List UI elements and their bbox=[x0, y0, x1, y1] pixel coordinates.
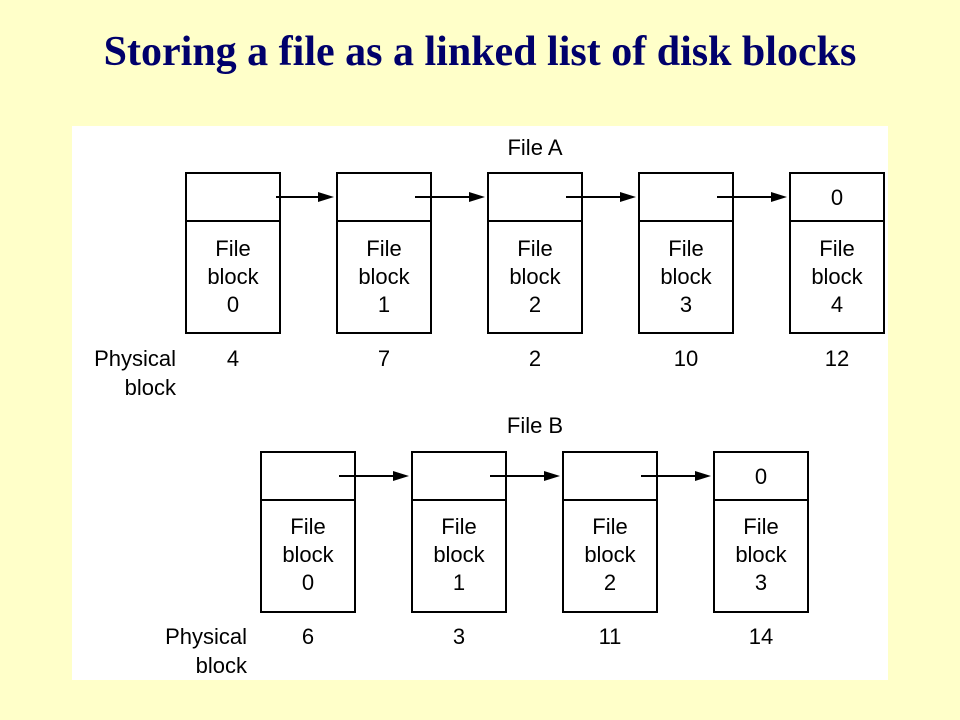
file-a-block-box bbox=[638, 172, 734, 334]
slide-title: Storing a file as a linked list of disk … bbox=[103, 29, 857, 75]
block-index: 3 bbox=[680, 292, 692, 317]
block-label-line1: File bbox=[366, 236, 401, 261]
physical-block-number: 2 bbox=[529, 346, 541, 371]
file-a-block: File block 0 4 bbox=[185, 172, 281, 371]
file-b-block-box bbox=[411, 451, 507, 613]
arrowhead-icon bbox=[318, 192, 334, 202]
file-a-label: File A bbox=[507, 135, 562, 160]
block-label-line1: File bbox=[668, 236, 703, 261]
file-b-label: File B bbox=[507, 413, 563, 438]
figure-panel: File A File block 0 4 File block 1 7 bbox=[72, 126, 888, 680]
block-index: 2 bbox=[529, 292, 541, 317]
block-label-line1: File bbox=[592, 514, 627, 539]
file-a-physical-row-label-line2: block bbox=[125, 375, 177, 400]
block-index: 4 bbox=[831, 292, 843, 317]
file-b-block: 0 File block 3 14 bbox=[713, 451, 809, 649]
file-b-block-box bbox=[713, 451, 809, 613]
block-index: 1 bbox=[453, 570, 465, 595]
block-index: 2 bbox=[604, 570, 616, 595]
block-label-line2: block bbox=[282, 542, 334, 567]
physical-block-number: 14 bbox=[749, 624, 773, 649]
next-pointer-arrow bbox=[415, 192, 485, 202]
file-a-block-box bbox=[789, 172, 885, 334]
physical-block-number: 3 bbox=[453, 624, 465, 649]
next-pointer-arrow bbox=[566, 192, 636, 202]
file-b-block: File block 1 3 bbox=[411, 451, 507, 649]
block-label-line2: block bbox=[509, 264, 561, 289]
file-a-block: File block 3 10 bbox=[638, 172, 734, 371]
file-b-physical-row-label-line1: Physical bbox=[165, 624, 247, 649]
block-index: 0 bbox=[227, 292, 239, 317]
next-pointer-arrow bbox=[490, 471, 560, 481]
block-label-line2: block bbox=[433, 542, 485, 567]
end-of-list-marker: 0 bbox=[831, 185, 843, 210]
physical-block-number: 10 bbox=[674, 346, 698, 371]
file-b-block: File block 0 6 bbox=[260, 451, 356, 649]
block-label-line1: File bbox=[441, 514, 476, 539]
block-label-line2: block bbox=[660, 264, 712, 289]
physical-block-number: 7 bbox=[378, 346, 390, 371]
file-a-block: File block 1 7 bbox=[336, 172, 432, 371]
block-index: 3 bbox=[755, 570, 767, 595]
block-label-line1: File bbox=[517, 236, 552, 261]
block-label-line2: block bbox=[811, 264, 863, 289]
next-pointer-arrow bbox=[717, 192, 787, 202]
file-a-block: File block 2 2 bbox=[487, 172, 583, 371]
block-label-line2: block bbox=[358, 264, 410, 289]
file-a-block-box bbox=[487, 172, 583, 334]
next-pointer-arrow bbox=[641, 471, 711, 481]
arrowhead-icon bbox=[393, 471, 409, 481]
end-of-list-marker: 0 bbox=[755, 464, 767, 489]
block-index: 0 bbox=[302, 570, 314, 595]
arrowhead-icon bbox=[620, 192, 636, 202]
file-b-block-box bbox=[260, 451, 356, 613]
block-label-line1: File bbox=[743, 514, 778, 539]
file-a-block-box bbox=[336, 172, 432, 334]
arrowhead-icon bbox=[695, 471, 711, 481]
linked-list-diagram: File A File block 0 4 File block 1 7 bbox=[94, 135, 885, 678]
block-label-line2: block bbox=[584, 542, 636, 567]
block-label-line2: block bbox=[735, 542, 787, 567]
block-label-line1: File bbox=[290, 514, 325, 539]
physical-block-number: 6 bbox=[302, 624, 314, 649]
physical-block-number: 4 bbox=[227, 346, 239, 371]
block-label-line1: File bbox=[215, 236, 250, 261]
file-b-block: File block 2 11 bbox=[562, 451, 658, 649]
arrowhead-icon bbox=[469, 192, 485, 202]
next-pointer-arrow bbox=[339, 471, 409, 481]
block-index: 1 bbox=[378, 292, 390, 317]
file-b-block-box bbox=[562, 451, 658, 613]
file-a-physical-row-label-line1: Physical bbox=[94, 346, 176, 371]
file-b-physical-row-label-line2: block bbox=[196, 653, 248, 678]
arrowhead-icon bbox=[544, 471, 560, 481]
file-a-block: 0 File block 4 12 bbox=[789, 172, 885, 371]
physical-block-number: 12 bbox=[825, 346, 849, 371]
next-pointer-arrow bbox=[276, 192, 334, 202]
block-label-line1: File bbox=[819, 236, 854, 261]
physical-block-number: 11 bbox=[599, 624, 622, 649]
file-a-block-box bbox=[185, 172, 281, 334]
block-label-line2: block bbox=[207, 264, 259, 289]
arrowhead-icon bbox=[771, 192, 787, 202]
